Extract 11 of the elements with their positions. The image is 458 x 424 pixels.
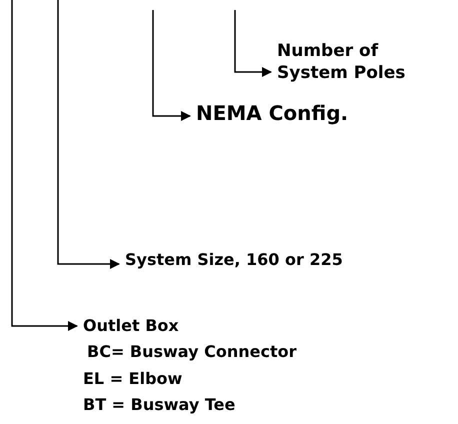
leader-arrow [57,0,120,269]
leader-arrow [11,0,78,331]
leader-arrow [152,10,191,121]
code-definition: EL = Elbow [83,368,184,390]
callout-label: NEMA Config. [196,100,348,126]
callout-label: Outlet Box [83,315,180,337]
code-definition: BT = Busway Tee [83,394,236,416]
callout-label: Number of System Poles [277,40,406,84]
code-definition: BC= Busway Connector [86,341,296,364]
leader-arrow [234,10,272,77]
callout-label: System Size, 160 or 225 [125,250,343,271]
